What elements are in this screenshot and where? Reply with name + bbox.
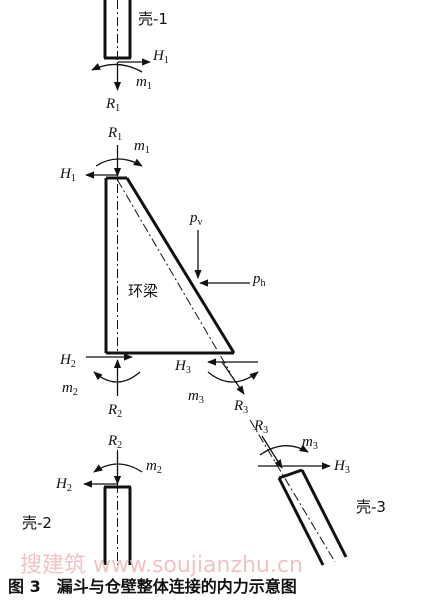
shell-3-label: 壳-3 bbox=[356, 498, 386, 516]
h3-shell-label: H3 bbox=[333, 458, 350, 476]
figure-caption: 图 3 漏斗与仓壁整体连接的内力示意图 bbox=[8, 577, 297, 596]
ring-beam-label: 环梁 bbox=[128, 282, 158, 300]
shell-2-label: 壳-2 bbox=[22, 514, 52, 532]
r3-ring-label: R3 bbox=[233, 398, 248, 416]
m2-ring-label: m2 bbox=[62, 380, 78, 398]
m1-ring-moment-arrow bbox=[95, 158, 143, 167]
h1-top-label: H1 bbox=[152, 48, 169, 66]
r1-ring-label: R1 bbox=[107, 125, 122, 143]
r2-ring-label: R2 bbox=[107, 402, 122, 420]
r3-shell-arrow bbox=[261, 435, 283, 469]
watermark: 搜建筑 www.soujianzhu.cn bbox=[20, 553, 303, 578]
m3-shell-moment-arrow bbox=[259, 444, 309, 456]
ph-label: ph bbox=[252, 271, 266, 289]
m3-ring-label: m3 bbox=[188, 388, 204, 406]
r3-ring-arrow bbox=[221, 361, 245, 395]
r3-shell-label: R3 bbox=[253, 418, 268, 436]
m3-shell-label: m3 bbox=[302, 434, 318, 452]
m2-shell-moment-arrow bbox=[93, 463, 143, 473]
r1-top-label: R1 bbox=[105, 96, 120, 114]
h2-ring-label: H2 bbox=[59, 352, 76, 370]
shell-3 bbox=[249, 419, 348, 566]
r2-shell-label: R2 bbox=[107, 433, 122, 451]
h2-shell-label: H2 bbox=[55, 476, 72, 494]
ring-beam bbox=[104, 150, 236, 373]
h1-ring-label: H1 bbox=[59, 166, 76, 184]
pv-label: pv bbox=[189, 210, 203, 228]
h3-ring-label: H3 bbox=[174, 358, 191, 376]
m2-shell-label: m2 bbox=[146, 458, 162, 476]
m1-ring-label: m1 bbox=[134, 138, 150, 156]
shell-1-label: 壳-1 bbox=[138, 10, 168, 28]
m1-top-label: m1 bbox=[136, 74, 152, 92]
shell-1 bbox=[103, 0, 132, 62]
m3-ring-moment-arrow bbox=[207, 371, 259, 383]
